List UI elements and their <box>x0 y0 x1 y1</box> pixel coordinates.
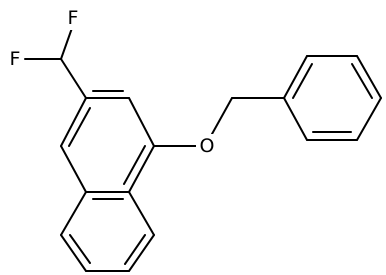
bond-ph3-ph4 <box>356 55 382 99</box>
bond-c4-c4a-double <box>123 145 146 185</box>
bond-c7-c8 <box>60 234 87 272</box>
bond-ph3-ph4-double <box>351 63 373 99</box>
bond-c1-c2-double <box>68 107 91 147</box>
atom-labels: F F O <box>5 7 216 158</box>
bond-c7-c8-double <box>69 234 91 264</box>
bond-oxygen-ch2 <box>211 97 233 135</box>
bond-ph1-ph2-double <box>292 63 313 99</box>
bond-c8a-c1 <box>60 145 87 193</box>
bond-c5-c6 <box>128 234 155 272</box>
oxygen-bg <box>196 134 216 158</box>
bond-c5-c6-double <box>124 234 146 265</box>
bond-c4a-c5 <box>128 191 155 236</box>
bond-ph6-ph1 <box>283 97 308 141</box>
bond-c3-c4 <box>128 97 155 147</box>
bond-ph4-ph5 <box>356 97 382 141</box>
bond-c1-c2 <box>60 97 87 147</box>
bond-c8-c8a <box>60 191 87 236</box>
fluorine-top-label: F <box>68 7 79 29</box>
bonds <box>24 27 382 272</box>
fluorine-top-bg <box>64 8 82 30</box>
bond-chf2-ring <box>60 58 87 99</box>
bond-f-top-chf2 <box>60 27 73 60</box>
oxygen-label: O <box>200 135 215 157</box>
fluorine-left-bg <box>5 48 23 70</box>
bond-c4-c4a <box>128 145 155 193</box>
fluorine-left-label: F <box>10 48 21 70</box>
bond-ph1-ph2 <box>283 55 308 99</box>
